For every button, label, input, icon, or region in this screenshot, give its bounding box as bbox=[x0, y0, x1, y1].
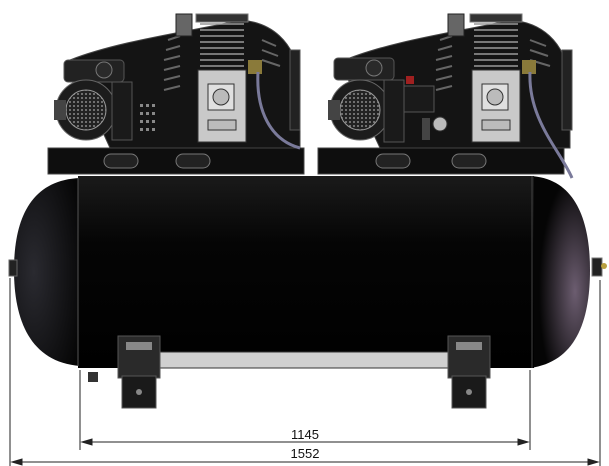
left-guard-slots bbox=[163, 35, 281, 91]
drain-valve bbox=[88, 372, 98, 382]
left-compressor-unit bbox=[54, 13, 301, 150]
left-base-plate bbox=[47, 147, 305, 175]
right-foot bbox=[447, 335, 491, 409]
support-rail bbox=[139, 351, 461, 369]
left-cooling-grille bbox=[140, 104, 155, 131]
left-air-hose bbox=[256, 71, 301, 150]
right-pump-head bbox=[447, 13, 536, 143]
right-compressor-unit bbox=[328, 13, 574, 179]
left-motor bbox=[54, 59, 133, 141]
left-foot bbox=[117, 335, 161, 409]
dimension-inner bbox=[79, 370, 531, 450]
left-valve bbox=[8, 259, 18, 277]
air-tank bbox=[8, 176, 607, 382]
right-air-hose bbox=[528, 71, 574, 179]
right-base-plate bbox=[317, 147, 565, 175]
dimension-inner-label: 1145 bbox=[291, 427, 319, 442]
right-valve bbox=[591, 257, 603, 277]
left-pump-head bbox=[175, 13, 262, 143]
right-motor bbox=[328, 57, 405, 143]
right-guard-slots bbox=[435, 35, 551, 91]
tank-right-cap bbox=[530, 176, 590, 368]
tank-left-cap bbox=[14, 178, 80, 366]
pressure-switch bbox=[403, 76, 448, 140]
dimension-overall bbox=[9, 278, 601, 466]
dimension-overall-label: 1552 bbox=[290, 446, 320, 461]
